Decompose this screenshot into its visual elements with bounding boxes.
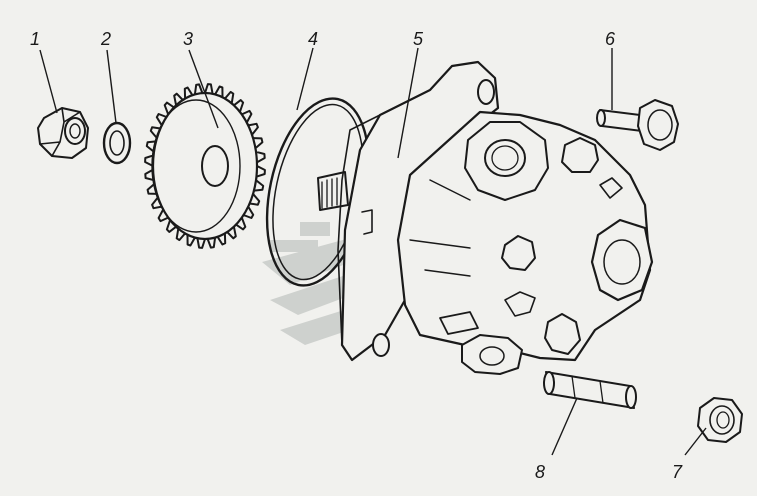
part-8-stud [543, 371, 637, 409]
label-part-6: 6 [605, 29, 616, 49]
leader-5 [397, 47, 419, 159]
part-6-bolt [596, 99, 679, 151]
leader-1 [39, 49, 58, 114]
label-part-2: 2 [100, 29, 111, 49]
label-part-1: 1 [30, 29, 40, 49]
label-part-3: 3 [183, 29, 193, 49]
leader-2 [106, 49, 117, 124]
leader-7 [684, 427, 707, 456]
part-3-gear [144, 83, 266, 249]
label-part-8: 8 [535, 462, 545, 482]
leader-8 [551, 397, 578, 456]
part-2-washer [102, 121, 132, 165]
label-part-7: 7 [672, 462, 683, 482]
part-7-flange-nut [697, 397, 743, 443]
leader-3 [188, 49, 219, 129]
label-part-4: 4 [308, 29, 318, 49]
part-1-nut [37, 107, 89, 159]
leader-lines [39, 47, 707, 456]
part-5-pump-body [317, 60, 654, 375]
leader-4 [296, 47, 314, 111]
part-labels: 1 2 3 4 5 6 7 8 [30, 29, 683, 482]
label-part-5: 5 [413, 29, 424, 49]
